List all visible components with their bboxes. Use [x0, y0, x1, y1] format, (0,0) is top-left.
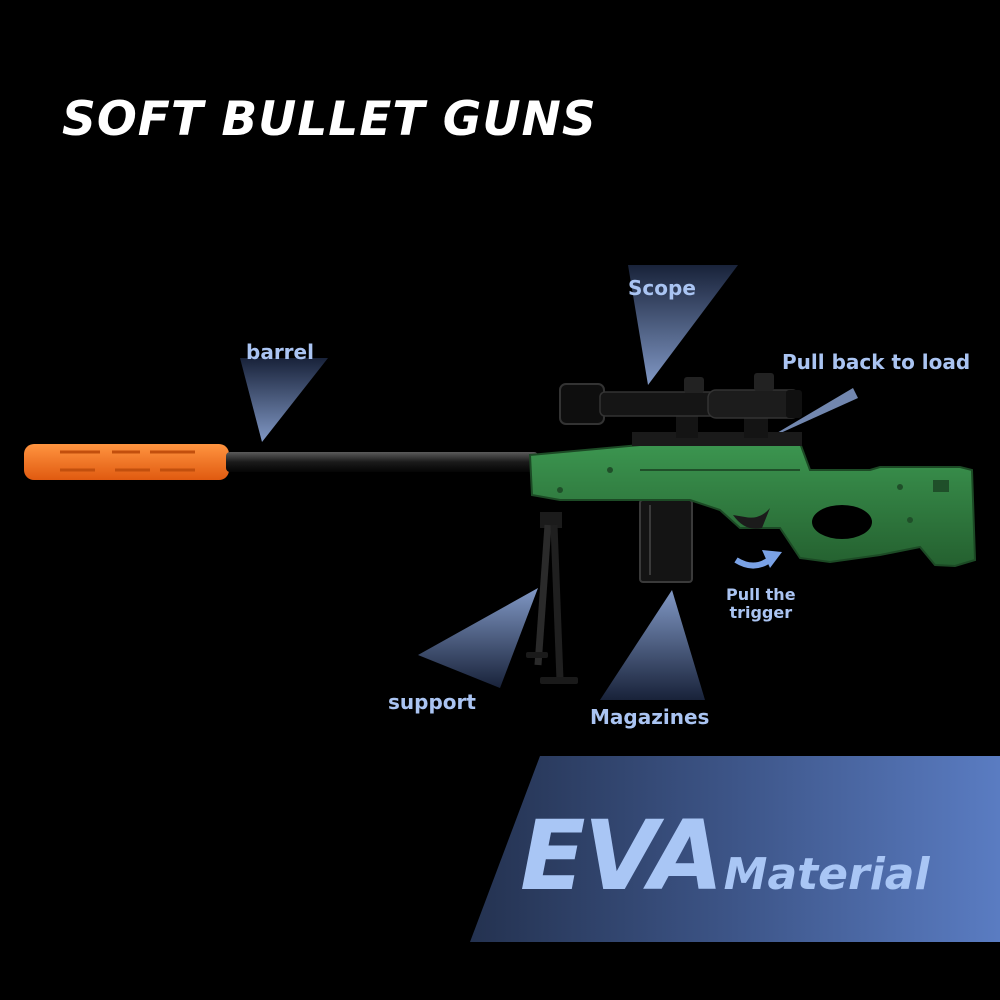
barrel: [226, 452, 538, 472]
label-pull-back-to-load: Pull back to load: [782, 350, 971, 374]
magazine: [639, 499, 693, 583]
gun-body: [528, 441, 977, 568]
banner-material: Material: [723, 849, 930, 900]
label-pull-the-trigger-line2: trigger: [729, 603, 793, 622]
label-scope: Scope: [628, 276, 696, 300]
bipod: [526, 512, 578, 684]
label-support: support: [388, 690, 476, 714]
label-barrel: barrel: [246, 340, 314, 364]
scope-pointer: [628, 265, 738, 385]
muzzle-suppressor: [24, 444, 229, 480]
eva-banner: [470, 756, 1000, 942]
page-title: SOFT BULLET GUNS: [62, 92, 597, 147]
magazines-pointer: [600, 590, 705, 700]
support-pointer: [418, 588, 538, 688]
pull-back-pointer: [765, 388, 858, 440]
scope: [559, 373, 802, 446]
label-magazines: Magazines: [590, 705, 710, 729]
banner-eva: EVA: [520, 800, 724, 912]
barrel-pointer: [240, 358, 328, 442]
material-banner-text: EVAMaterial: [520, 808, 930, 904]
label-pull-the-trigger: Pull the trigger: [726, 586, 796, 622]
label-pull-the-trigger-line1: Pull the: [726, 585, 796, 604]
